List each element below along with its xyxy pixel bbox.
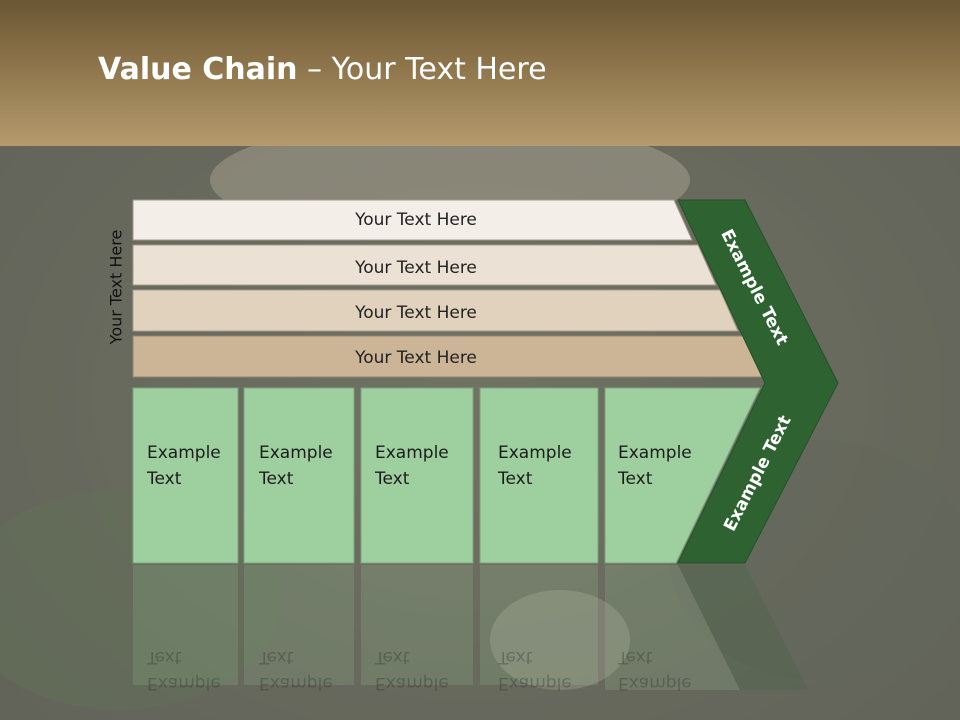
box-3: Example Text xyxy=(360,387,474,564)
box-2: Example Text xyxy=(243,387,355,564)
row-shape xyxy=(132,199,693,241)
box-label-line1: Example xyxy=(375,443,449,463)
box-shape xyxy=(243,387,355,564)
box-label-line2: Text xyxy=(374,469,410,489)
box-5: Example Text xyxy=(604,387,761,564)
title-rest: – Your Text Here xyxy=(297,52,547,87)
reflection-box xyxy=(361,565,473,685)
box-label-line1: Example xyxy=(618,443,692,463)
row-label: Your Text Here xyxy=(354,303,477,323)
reflection-box xyxy=(480,565,598,685)
box-4: Example Text xyxy=(479,387,599,564)
reflection-label: Text xyxy=(617,647,653,667)
reflection-label: Text xyxy=(374,647,410,667)
reflection-label: Example xyxy=(147,673,221,693)
row-3: Your Text Here xyxy=(132,289,739,332)
box-shape xyxy=(604,387,761,564)
reflection-arrow xyxy=(678,565,808,690)
reflection-box xyxy=(244,565,354,685)
row-label: Your Text Here xyxy=(354,258,477,278)
box-label-line2: Text xyxy=(617,469,653,489)
box-shape xyxy=(360,387,474,564)
row-label: Your Text Here xyxy=(354,348,477,368)
box-label-line2: Text xyxy=(258,469,294,489)
row-1: Your Text Here xyxy=(132,199,693,241)
row-4: Your Text Here xyxy=(132,335,763,378)
box-label-line1: Example xyxy=(147,443,221,463)
row-shape xyxy=(132,289,739,332)
reflection-label: Example xyxy=(259,673,333,693)
header-bar xyxy=(0,0,960,146)
page-title: Value Chain – Your Text Here xyxy=(98,52,547,87)
reflection-label: Example xyxy=(498,673,572,693)
reflection-text: Example Text Example Text Example Text E… xyxy=(146,647,692,693)
reflection-label: Example xyxy=(618,673,692,693)
reflection-label: Text xyxy=(497,647,533,667)
box-shape xyxy=(479,387,599,564)
reflection-box xyxy=(605,565,740,690)
reflection-label: Example xyxy=(375,673,449,693)
box-label-line1: Example xyxy=(498,443,572,463)
box-label-line2: Text xyxy=(497,469,533,489)
title-bold: Value Chain xyxy=(98,52,298,87)
row-shape xyxy=(132,244,717,286)
row-2: Your Text Here xyxy=(132,244,717,286)
box-label-line2: Text xyxy=(146,469,182,489)
reflection-label: Text xyxy=(146,647,182,667)
box-shape xyxy=(132,387,239,564)
box-label-line1: Example xyxy=(259,443,333,463)
row-label: Your Text Here xyxy=(354,210,477,230)
box-1: Example Text xyxy=(132,387,239,564)
reflection xyxy=(133,565,808,690)
reflection-box xyxy=(133,565,238,685)
reflection-label: Text xyxy=(258,647,294,667)
arrow-shape xyxy=(677,199,839,564)
